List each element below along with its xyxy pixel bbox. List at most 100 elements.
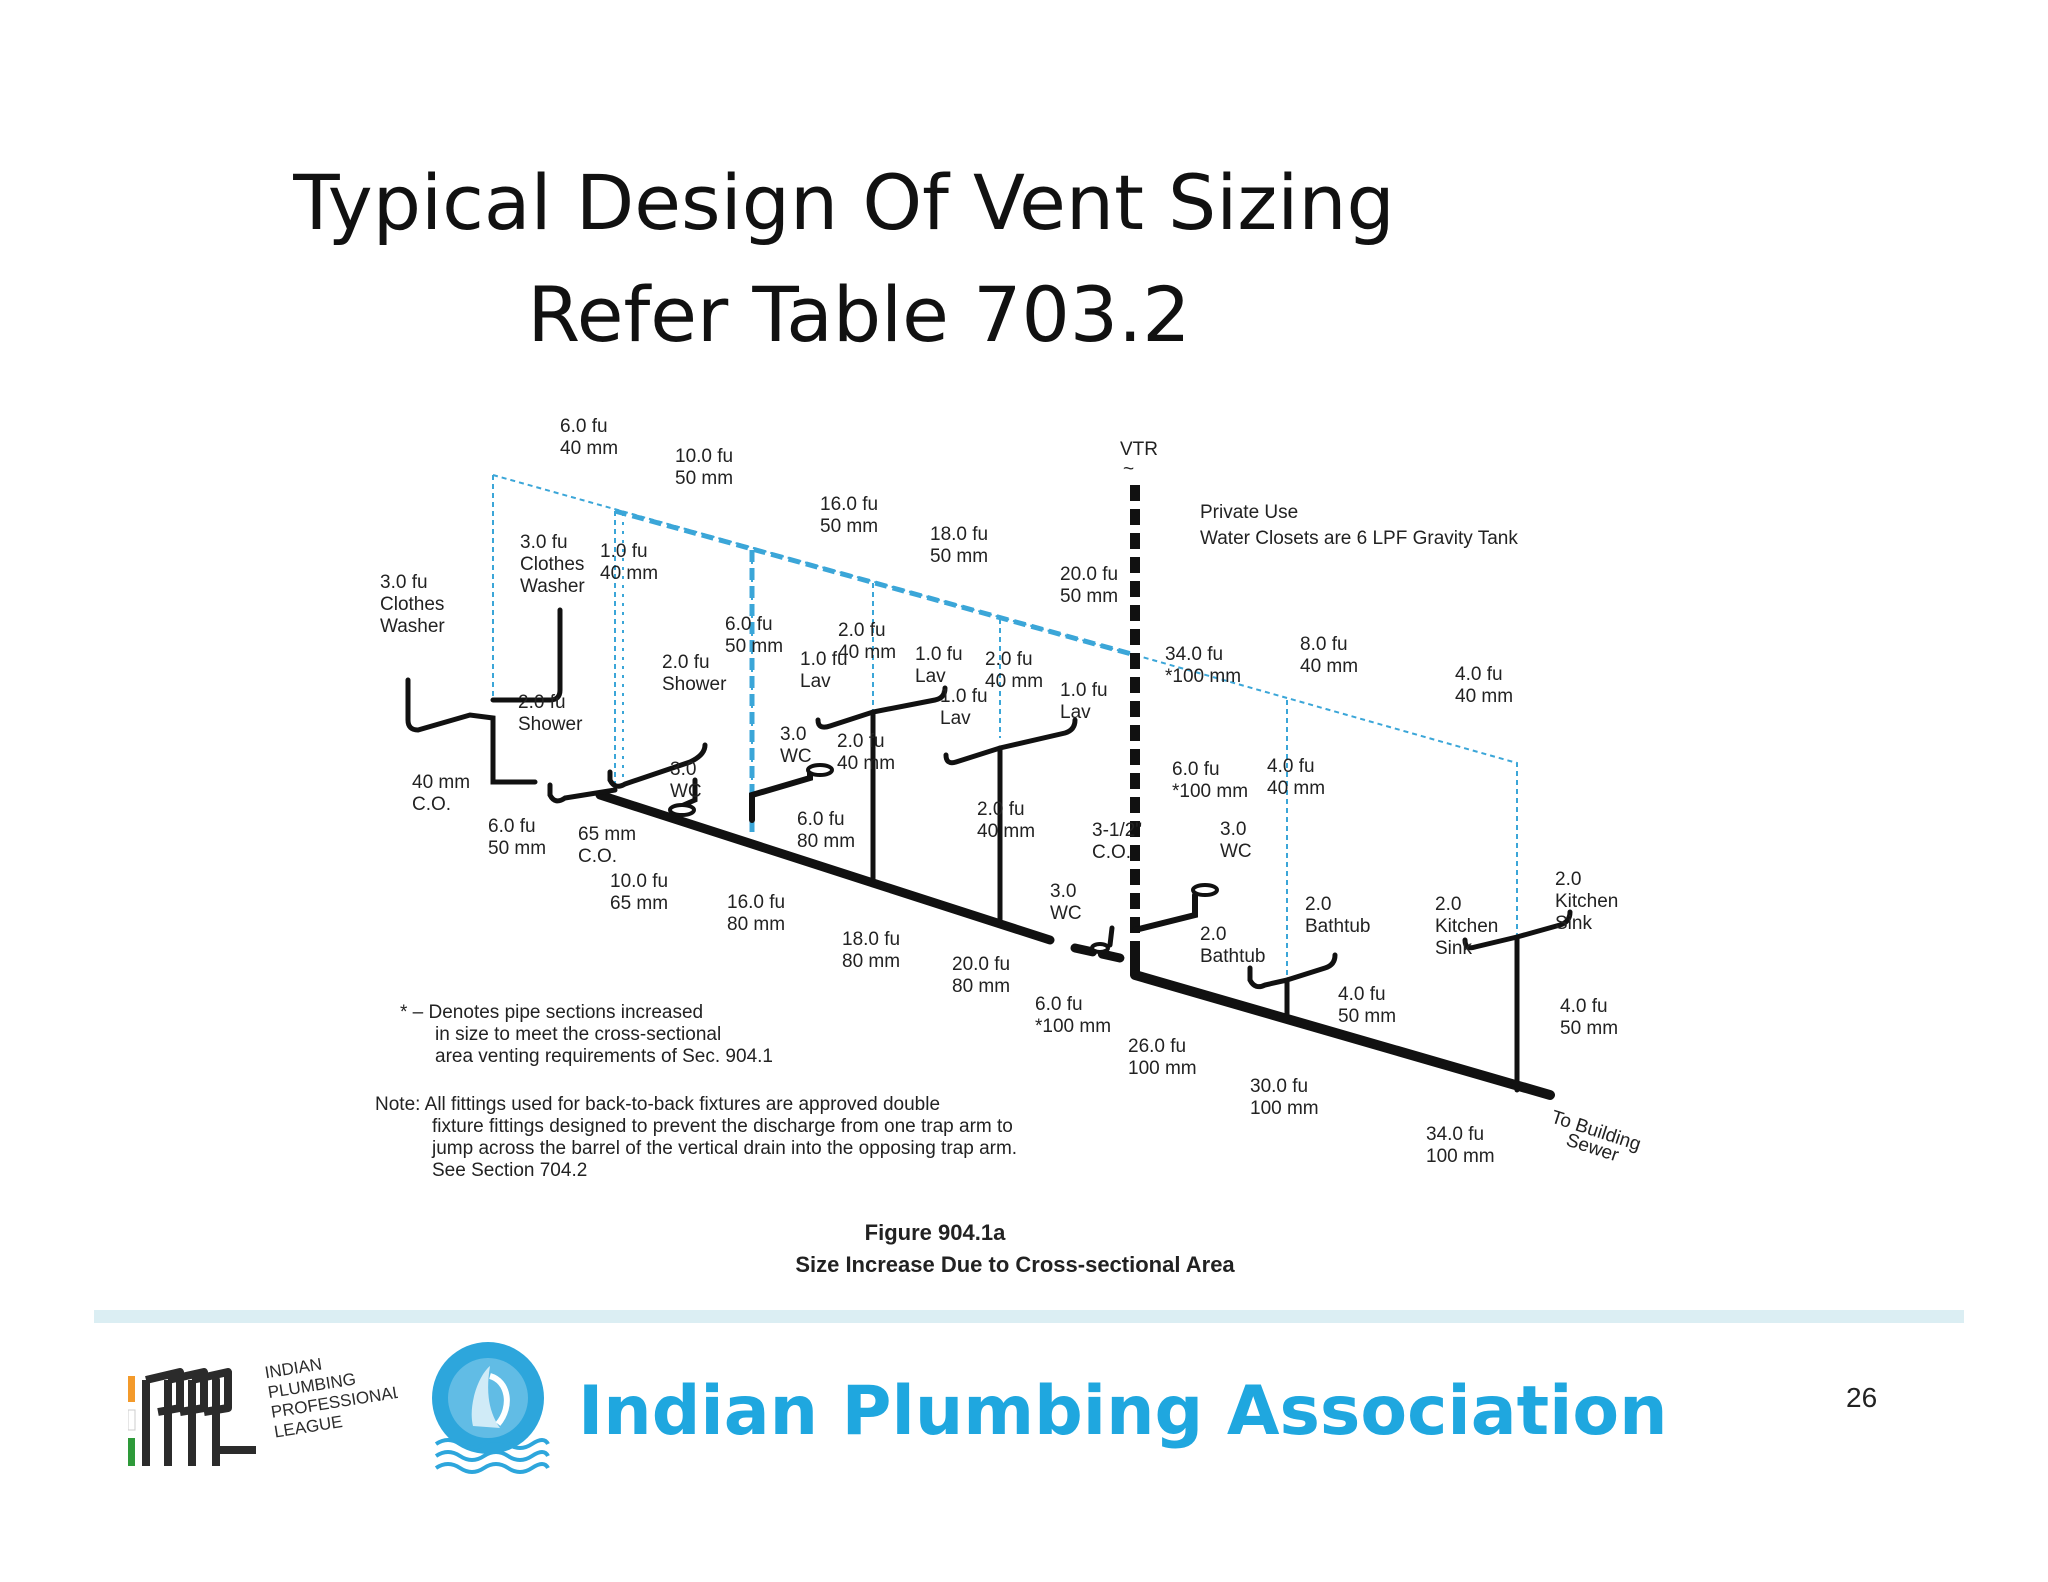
size-label-line: 50 mm [1060, 586, 1118, 607]
drain-dash [1070, 943, 1125, 963]
size-label-line: 1.0 fu [1060, 680, 1108, 701]
vtr-symbol: ~ [1123, 459, 1134, 480]
wc-bowl-1 [668, 803, 696, 817]
size-label-line: Kitchen [1435, 916, 1498, 937]
size-label-line: Shower [662, 674, 727, 695]
size-label-line: 2.0 fu [837, 731, 885, 752]
shower-trap-2 [607, 742, 708, 789]
wc-bowls [668, 763, 1219, 954]
figure-caption: Figure 904.1a [865, 1220, 1006, 1245]
size-label: 6.0 fu*100 mm [1172, 759, 1248, 802]
vtr-label: VTR [1120, 439, 1158, 460]
size-label-line: Clothes [380, 594, 444, 615]
size-label-line: 40 mm [560, 438, 618, 459]
size-label-line: 3.0 [670, 759, 696, 780]
lav-pair-1 [815, 685, 948, 730]
bathtub-2 [1284, 952, 1338, 983]
size-label-line: 6.0 fu [1035, 994, 1083, 1015]
size-label-line: 1.0 fu [800, 649, 848, 670]
size-label-line: 6.0 fu [488, 816, 536, 837]
size-label-line: 4.0 fu [1560, 996, 1608, 1017]
size-label-line: 3.0 [1050, 881, 1076, 902]
size-label-line: Sink [1555, 913, 1592, 934]
size-label-line: 40 mm [1455, 686, 1513, 707]
size-label-line: 1.0 fu [915, 644, 963, 665]
vent-header-right [1134, 654, 1518, 1090]
size-label: 3-1/2"C.O. [1092, 820, 1142, 863]
size-label-line: WC [780, 746, 812, 767]
size-label-line: 40 mm [1300, 656, 1358, 677]
size-label-line: 50 mm [930, 546, 988, 567]
size-label-line: 2.0 [1200, 924, 1226, 945]
bathtub-1 [1247, 965, 1290, 998]
size-label-line: Sink [1435, 938, 1472, 959]
size-label-line: Washer [520, 576, 585, 597]
legend-line3: area venting requirements of Sec. 904.1 [435, 1046, 773, 1067]
size-label-line: WC [1050, 903, 1082, 924]
size-label-line: 4.0 fu [1455, 664, 1503, 685]
size-label-line: 18.0 fu [930, 524, 988, 545]
size-label-line: 3.0 fu [520, 532, 568, 553]
size-label-line: 50 mm [1338, 1006, 1396, 1027]
size-label-line: 80 mm [842, 951, 900, 972]
size-label-line: 3.0 fu [380, 572, 428, 593]
slide-subtitle: Refer Table 703.2 [527, 270, 1191, 359]
size-label-line: Washer [380, 616, 445, 637]
size-label-line: 16.0 fu [727, 892, 785, 913]
size-label-line: 40 mm [838, 642, 896, 663]
shower-trap-1 [547, 782, 618, 804]
size-label-line: 50 mm [675, 468, 733, 489]
size-label-line: C.O. [1092, 842, 1131, 863]
note-line2: fixture fittings designed to prevent the… [432, 1116, 1013, 1137]
size-label-line: *100 mm [1172, 781, 1248, 802]
size-label-line: 40 mm [412, 772, 470, 793]
size-label-line: Clothes [520, 554, 584, 575]
size-label-line: 80 mm [797, 831, 855, 852]
size-label: 34.0 fu*100 mm [1165, 644, 1241, 687]
size-label-line: 100 mm [1426, 1146, 1495, 1167]
size-label-line: *100 mm [1165, 666, 1241, 687]
building-drain [1130, 970, 1555, 1100]
size-label-line: 4.0 fu [1338, 984, 1386, 1005]
size-label-line: WC [1220, 841, 1252, 862]
size-label-line: 80 mm [952, 976, 1010, 997]
size-label-line: 65 mm [610, 893, 668, 914]
size-label-line: 1.0 fu [600, 541, 648, 562]
wc-bowl-2 [806, 763, 834, 777]
size-label-line: 2.0 [1555, 869, 1581, 890]
footer-divider [94, 1310, 1964, 1323]
page-number: 26 [1846, 1382, 1878, 1413]
vent-heavy [614, 508, 1136, 835]
size-label-line: 50 mm [820, 516, 878, 537]
size-label-line: Lav [1060, 702, 1091, 723]
size-label-line: 20.0 fu [952, 954, 1010, 975]
drain-piping [405, 607, 1573, 1100]
size-label-line: 4.0 fu [1267, 756, 1315, 777]
note-line3: jump across the barrel of the vertical d… [431, 1138, 1017, 1159]
legend-line1: * – Denotes pipe sections increased [400, 1002, 703, 1023]
size-label-line: 34.0 fu [1426, 1124, 1484, 1145]
